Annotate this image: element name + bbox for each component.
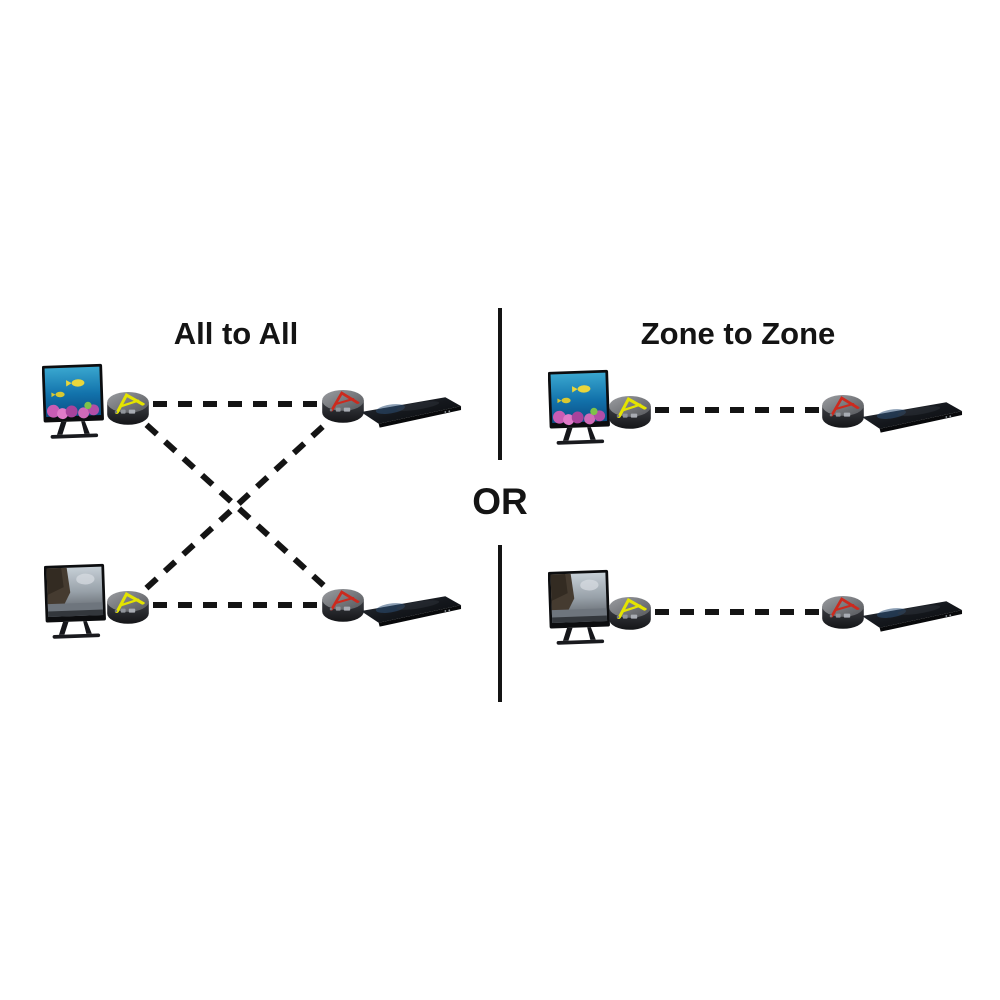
connection-line: [125, 405, 346, 608]
receiver-puck-icon: [319, 583, 367, 627]
tv-icon: [44, 562, 108, 648]
transmitter-puck-icon: [606, 591, 654, 635]
all-to-all-title: All to All: [173, 316, 299, 351]
bluray-player-icon: [862, 597, 964, 633]
receiver-puck-icon: [819, 590, 867, 634]
zone-to-zone-title: Zone to Zone: [640, 316, 836, 351]
transmitter-puck-icon: [104, 585, 152, 629]
transmitter-puck-icon: [104, 386, 152, 430]
receiver-puck-icon: [319, 384, 367, 428]
transmitter-puck-icon: [606, 390, 654, 434]
or-label: OR: [472, 481, 528, 522]
bluray-player-icon: [862, 398, 964, 434]
receiver-puck-icon: [819, 389, 867, 433]
tv-icon: [548, 368, 612, 454]
tv-icon: [42, 362, 106, 448]
tv-icon: [548, 568, 612, 654]
connection-line: [125, 405, 346, 606]
bluray-player-icon: [361, 393, 463, 429]
bluray-player-icon: [361, 592, 463, 628]
